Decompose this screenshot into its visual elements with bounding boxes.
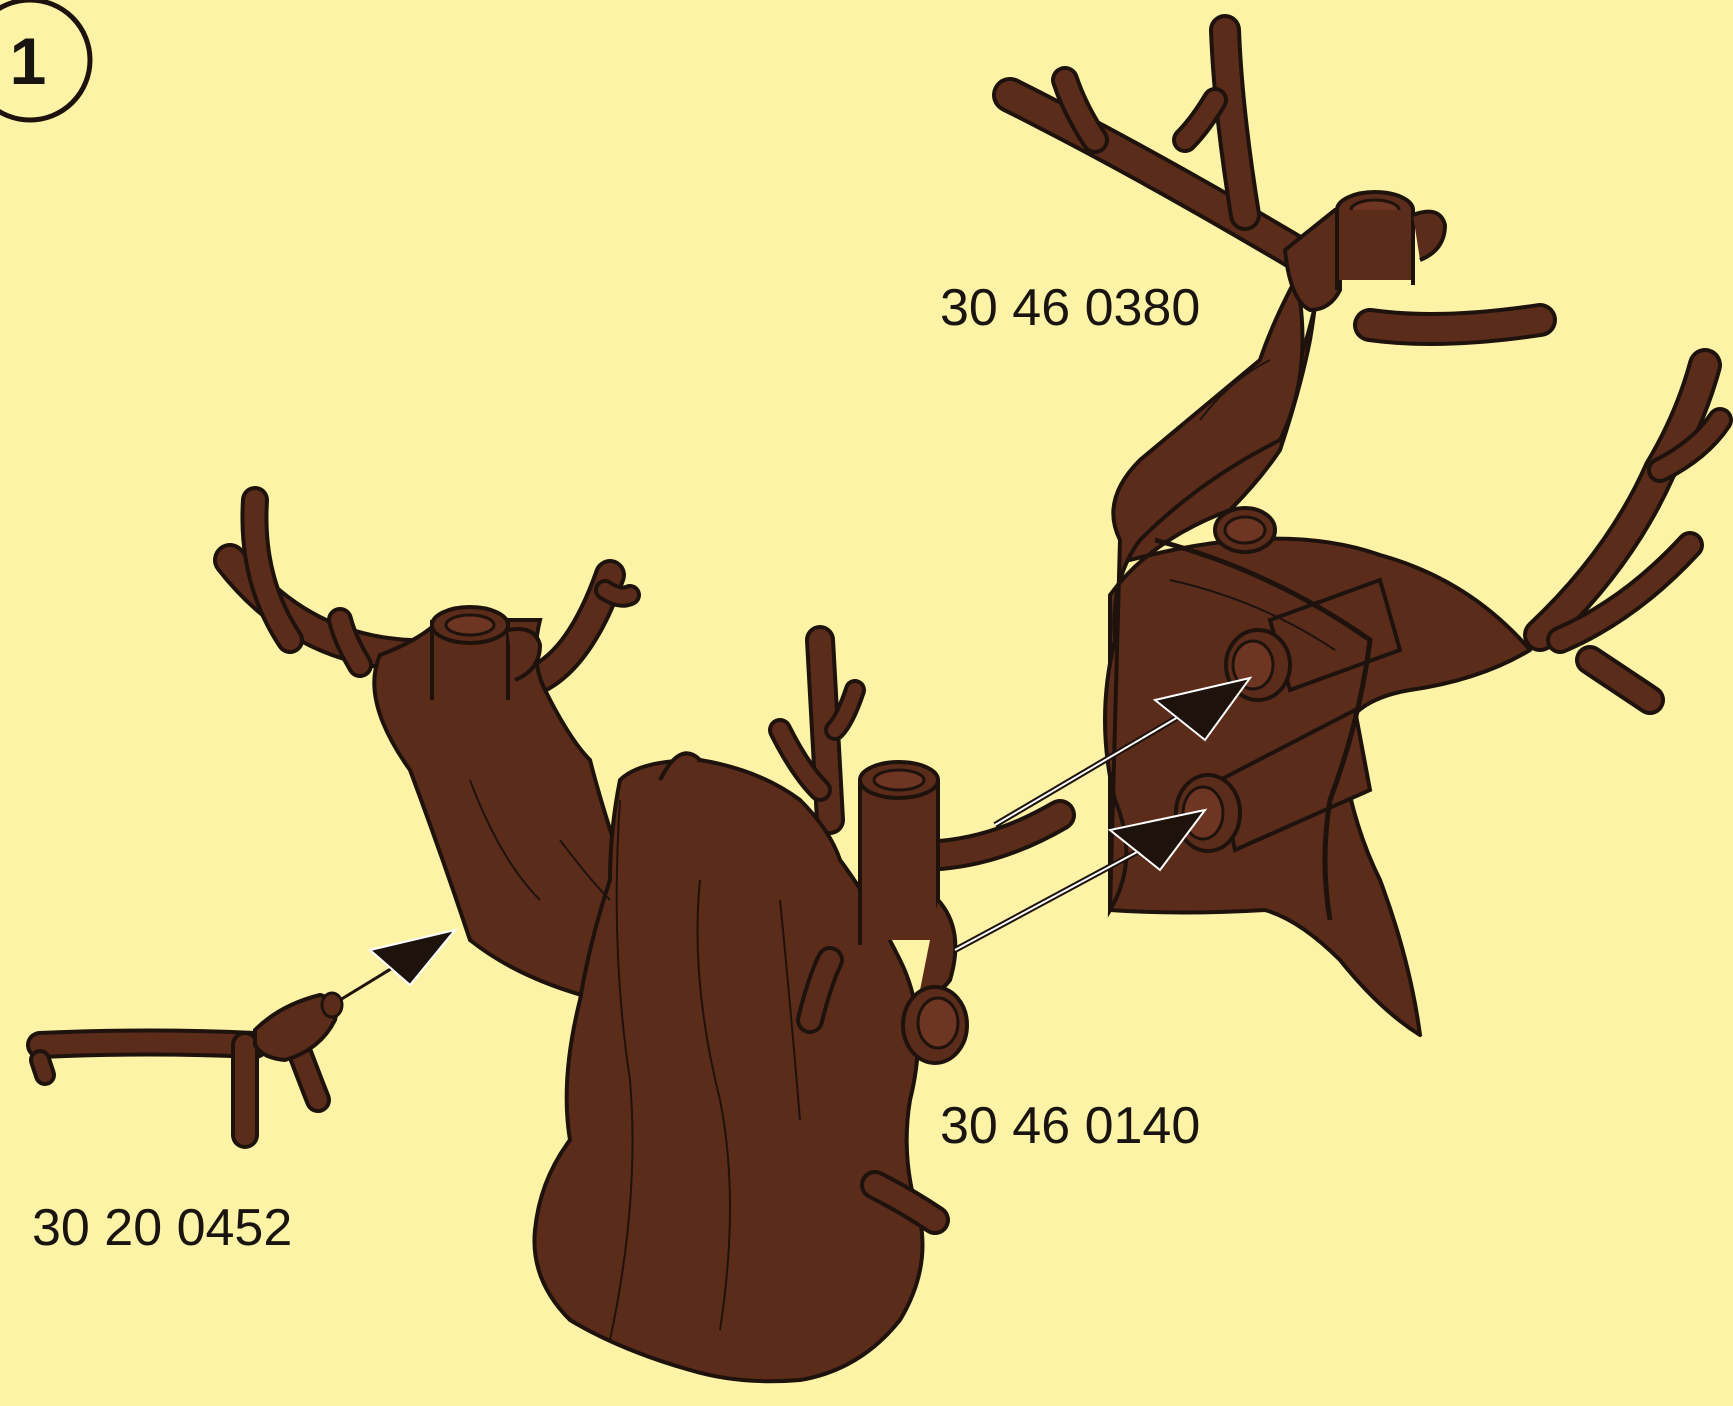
label-30-20-0452: 30 20 0452 [32, 1199, 292, 1257]
step-number: 1 [10, 24, 47, 98]
label-30-46-0380: 30 46 0380 [940, 279, 1200, 337]
label-30-46-0140: 30 46 0140 [940, 1097, 1200, 1155]
